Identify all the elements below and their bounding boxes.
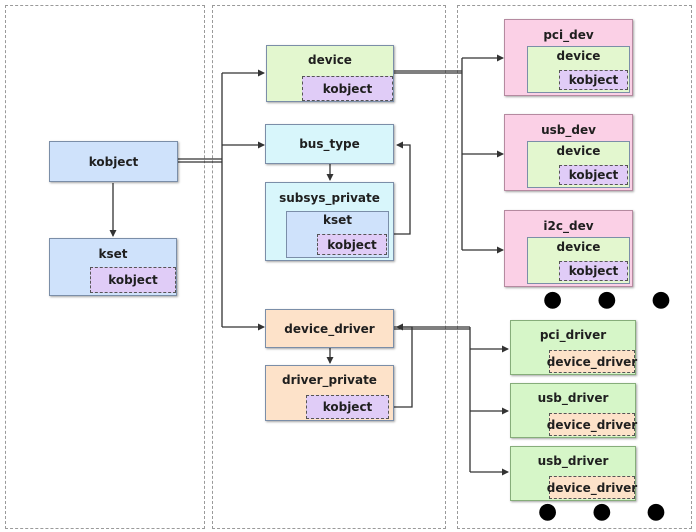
usb-driver-1-device-driver: device_driver <box>547 413 637 436</box>
usb-dev-device-box: device kobject <box>527 141 630 188</box>
usb-driver-box-2: usb_driver device_driver <box>510 446 637 501</box>
usb-dev-kobject: kobject <box>559 165 628 185</box>
i2c-dev-label: i2c_dev <box>543 219 594 233</box>
device-label: device <box>308 53 352 67</box>
pci-driver-label: pci_driver <box>539 328 607 342</box>
kobject-box: kobject <box>49 141 178 182</box>
pci-dev-device-box: device kobject <box>527 46 630 93</box>
device-box: device kobject <box>266 45 394 102</box>
i2c-dev-kobject: kobject <box>559 261 628 281</box>
subsys-private-label: subsys_private <box>279 191 380 205</box>
drivers-ellipsis: ● ● ● <box>538 499 680 524</box>
driver-private-kobject: kobject <box>306 395 389 419</box>
bus-type-box: bus_type <box>265 124 394 164</box>
driver-private-label: driver_private <box>282 373 377 387</box>
devices-ellipsis: ● ● ● <box>543 287 685 312</box>
usb-driver-box-1: usb_driver device_driver <box>510 383 637 438</box>
usb-dev-box: usb_dev device kobject <box>504 114 633 191</box>
usb-dev-device-label: device <box>556 144 601 158</box>
i2c-dev-device-box: device kobject <box>527 237 630 284</box>
subsys-kset-box: kset kobject <box>286 211 389 258</box>
pci-dev-box: pci_dev device kobject <box>504 19 633 96</box>
i2c-dev-box: i2c_dev device kobject <box>504 210 633 287</box>
pci-dev-label: pci_dev <box>543 28 594 42</box>
subsys-kobject: kobject <box>317 234 387 255</box>
pci-dev-device-label: device <box>556 49 601 63</box>
bus-type-label: bus_type <box>299 137 360 151</box>
usb-driver-2-device-driver: device_driver <box>547 476 637 499</box>
pci-dev-kobject: kobject <box>559 70 628 90</box>
device-kobject: kobject <box>302 76 393 101</box>
subsys-kset-label: kset <box>323 213 352 227</box>
kset-kobject: kobject <box>90 267 176 293</box>
usb-driver-2-label: usb_driver <box>537 454 609 468</box>
pci-driver-device-driver: device_driver <box>547 350 637 373</box>
usb-driver-1-label: usb_driver <box>537 391 609 405</box>
kset-label: kset <box>98 247 128 261</box>
usb-dev-label: usb_dev <box>541 123 596 137</box>
device-driver-box: device_driver <box>265 309 394 348</box>
subsys-private-box: subsys_private kset kobject <box>265 182 394 261</box>
driver-private-box: driver_private kobject <box>265 365 394 421</box>
kobject-label: kobject <box>88 155 139 169</box>
i2c-dev-device-label: device <box>556 240 601 254</box>
kset-box: kset kobject <box>49 238 177 296</box>
device-driver-label: device_driver <box>284 322 375 336</box>
pci-driver-box: pci_driver device_driver <box>510 320 637 375</box>
